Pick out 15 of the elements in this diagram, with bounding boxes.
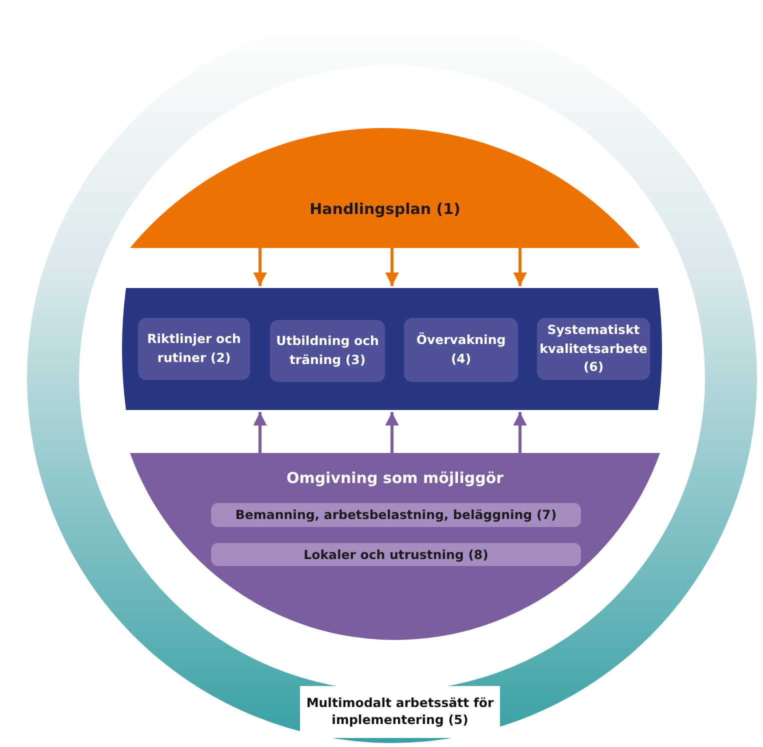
- arrow: [253, 412, 267, 453]
- arrow: [385, 248, 399, 286]
- arrow: [385, 412, 399, 453]
- arrow: [513, 248, 527, 286]
- rounded-box: Riktlinjer och rutiner (2): [138, 318, 250, 380]
- rounded-box: Systematiskt kvalitetsarbete (6): [537, 318, 650, 380]
- arrow: [253, 248, 267, 286]
- arrow: [513, 412, 527, 453]
- rounded-box: Utbildning och träning (3): [270, 320, 385, 382]
- bar: Bemanning, arbetsbelastning, beläggning (7): [211, 503, 581, 527]
- heading: Handlingsplan (1): [310, 200, 460, 218]
- rounded-box: Övervakning (4): [404, 318, 518, 382]
- bar: Lokaler och utrustning (8): [211, 543, 581, 566]
- ring-label: Multimodalt arbetssätt för implementering (5): [300, 686, 500, 738]
- heading: Omgivning som möjliggör: [286, 469, 504, 487]
